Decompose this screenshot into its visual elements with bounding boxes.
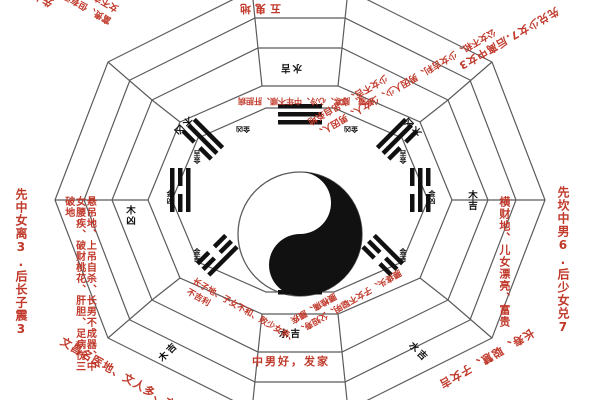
ring-label-left-lower: 金吉 xyxy=(193,248,201,262)
ring-label-right-upper: 金吉 xyxy=(399,150,407,164)
sector-right-text: 横财地、儿女漂亮、富贵 xyxy=(497,196,511,328)
taiji-bagua-symbol xyxy=(214,148,386,320)
element-label-bottom: 水吉 xyxy=(279,329,303,340)
ring-label-top-right: 金凶 xyxy=(344,125,358,133)
sector-left-text: 悬吊地、上吊自杀、长男不成器、中女腰疾、破财桃花、肝胆、足病伤三破地 xyxy=(62,196,96,372)
ring-label-right-mid: 金凶 xyxy=(428,190,436,204)
ring-label-top-left: 金凶 xyxy=(236,125,250,133)
sector-right-heading: 先坎中男6.后少女兑7 xyxy=(555,186,570,335)
element-label-top: 水吉 xyxy=(279,62,303,73)
element-label-right: 木吉 xyxy=(466,190,477,211)
sector-top-center-heading: 五鬼地 xyxy=(236,1,281,15)
sector-left-heading: 先中女离3.后长子震3 xyxy=(13,188,28,337)
element-label-left: 木凶 xyxy=(124,205,135,226)
sector-bottom-center-heading: 中男好，发家 xyxy=(252,355,330,368)
ring-label-left-mid: 金凶 xyxy=(166,190,174,204)
ring-label-left-upper: 金吉 xyxy=(193,150,201,164)
trigram-bars xyxy=(170,104,431,295)
ring-label-right-lower: 金吉 xyxy=(399,248,407,262)
